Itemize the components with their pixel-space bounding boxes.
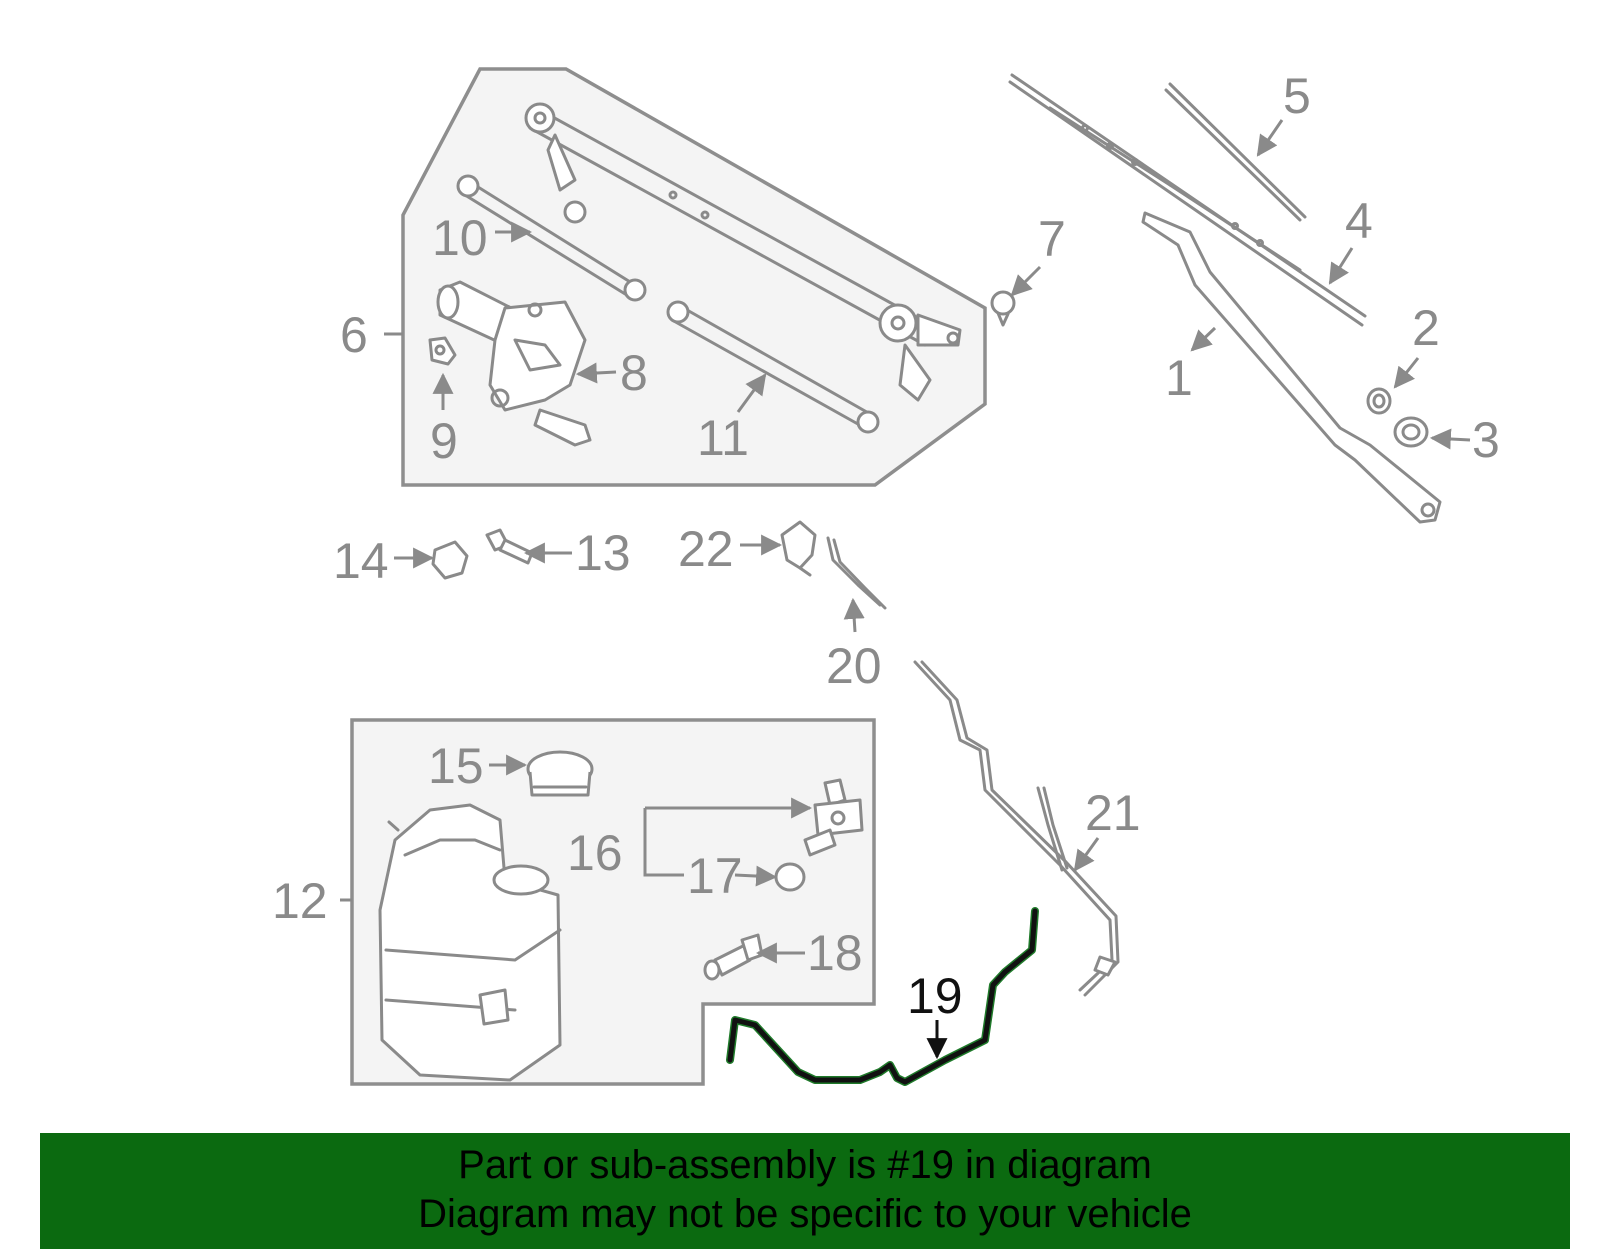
callout-20: 20 — [826, 638, 882, 694]
washer-nozzle-22 — [780, 520, 817, 577]
callout-14: 14 — [333, 533, 389, 589]
callout-16: 16 — [567, 825, 623, 881]
callout-8: 8 — [620, 345, 648, 401]
connecting-rod-10 — [456, 174, 647, 302]
callout-21: 21 — [1085, 785, 1141, 841]
blade-refill-5 — [1164, 82, 1307, 222]
linkage-panel — [401, 67, 987, 487]
nut-14 — [431, 540, 469, 580]
callout-7: 7 — [1038, 211, 1066, 267]
grommet-17 — [774, 862, 806, 892]
callout-22: 22 — [678, 521, 734, 577]
nut-cap-7 — [990, 290, 1016, 327]
level-sensor-18 — [703, 933, 764, 981]
callout-9: 9 — [430, 413, 458, 469]
banner-line-2: Diagram may not be specific to your vehi… — [418, 1192, 1192, 1236]
connecting-rod-11 — [666, 300, 880, 434]
washer-hose-21 — [913, 660, 1120, 997]
bolt-13 — [485, 528, 534, 565]
wiper-blade-4 — [1008, 73, 1367, 327]
callout-2: 2 — [1412, 300, 1440, 356]
washer-hose-20 — [826, 536, 887, 610]
callout-4: 4 — [1345, 193, 1373, 249]
nut-2 — [1366, 387, 1392, 415]
callout-1: 1 — [1165, 350, 1193, 406]
info-banner: Part or sub-assembly is #19 in diagram D… — [40, 1133, 1570, 1249]
callout-19: 19 — [907, 968, 963, 1024]
wiper-linkage — [524, 102, 962, 402]
leader-lines — [340, 119, 1471, 1060]
callout-18: 18 — [807, 925, 863, 981]
callout-3: 3 — [1472, 412, 1500, 468]
washer-reservoir-12 — [378, 803, 562, 1082]
callout-11: 11 — [697, 410, 749, 466]
callout-5: 5 — [1283, 68, 1311, 124]
banner-line-1: Part or sub-assembly is #19 in diagram — [458, 1143, 1152, 1187]
callout-17: 17 — [687, 848, 743, 904]
callout-12: 12 — [272, 873, 328, 929]
callout-6: 6 — [340, 307, 368, 363]
callout-15: 15 — [428, 738, 484, 794]
reservoir-cap-15 — [526, 750, 594, 797]
washer-hose-19 — [726, 907, 1039, 1086]
wiper-arm-1 — [1141, 211, 1442, 524]
callout-10: 10 — [432, 210, 488, 266]
callout-13: 13 — [575, 525, 631, 581]
washer-3 — [1393, 416, 1429, 448]
wiper-motor — [436, 280, 592, 447]
